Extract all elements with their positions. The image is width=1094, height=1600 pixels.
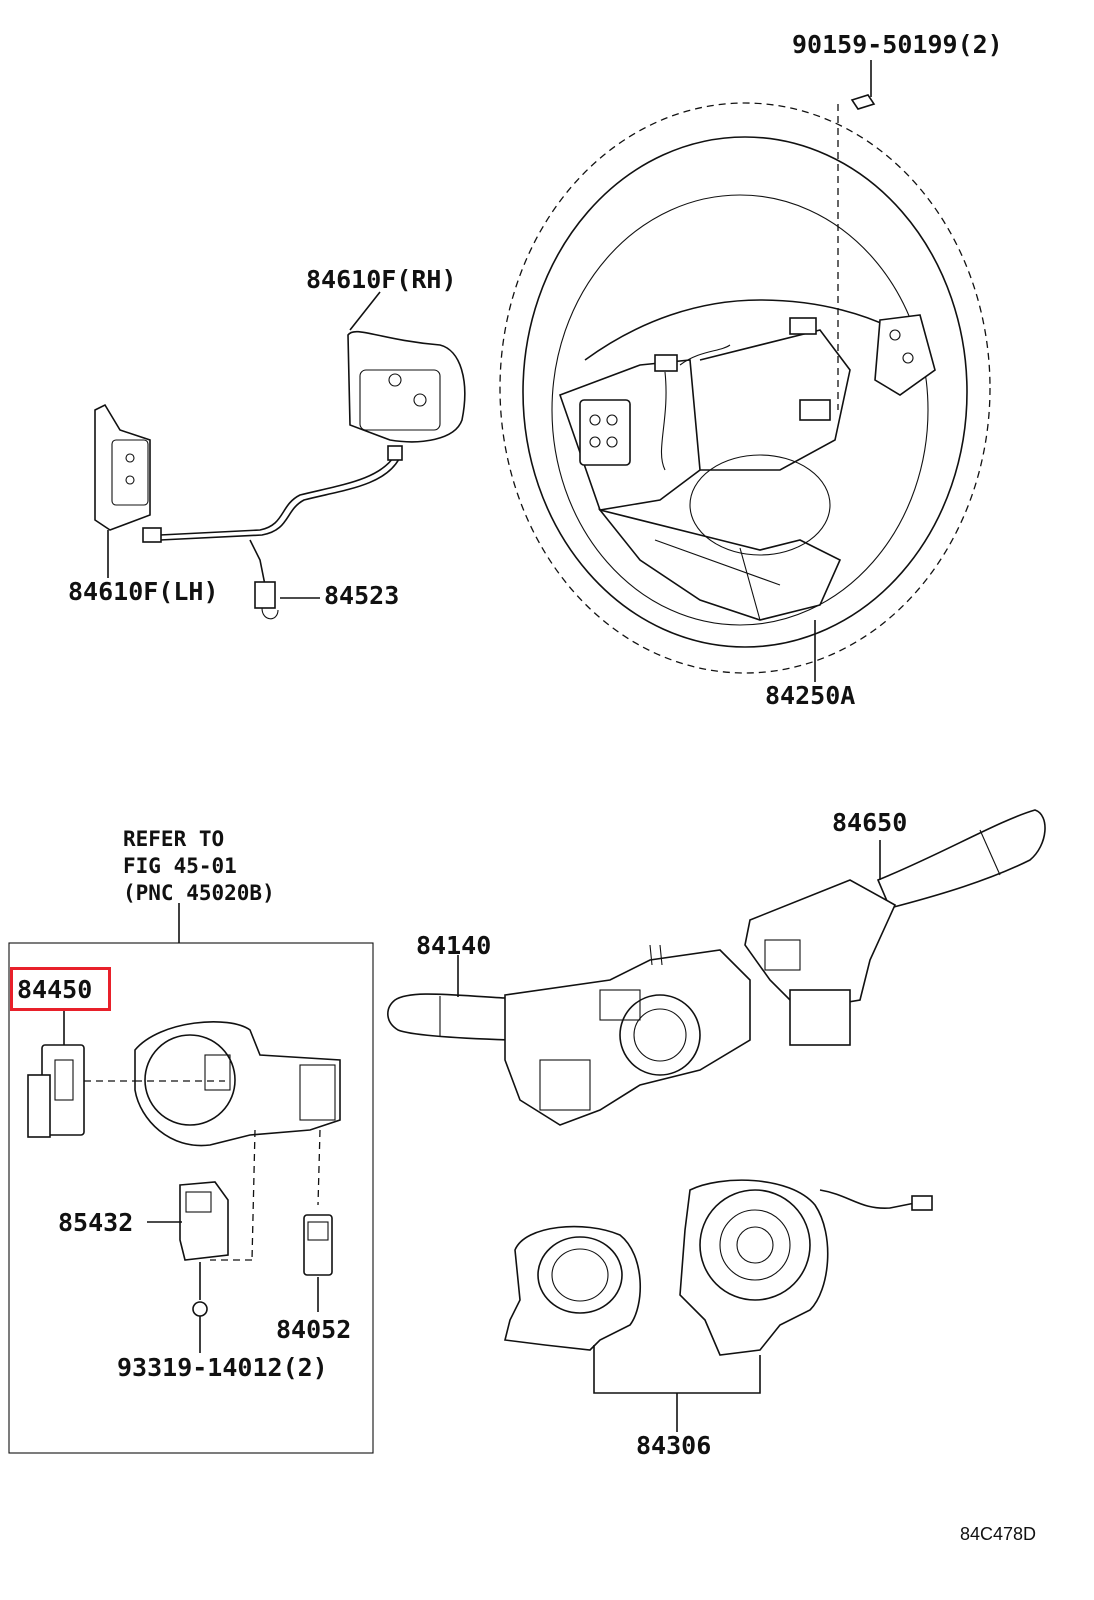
callout-bolt[interactable]: 90159-50199(2) (792, 30, 1003, 59)
callout-unlock-switch[interactable]: 84052 (276, 1315, 352, 1344)
refer-note-line2: FIG 45-01 (123, 853, 237, 878)
spiral-cable-drawing (504, 1179, 933, 1432)
callout-wire[interactable]: 84523 (324, 581, 400, 610)
steering-switches-drawing (94, 291, 466, 620)
refer-note-line3: (PNC 45020B) (123, 880, 275, 905)
refer-note: REFER TO FIG 45-01 (PNC 45020B) (123, 826, 275, 907)
group-box (8, 942, 374, 1454)
callout-combo-lever-right[interactable]: 84650 (832, 808, 908, 837)
callout-combo-lever-left[interactable]: 84140 (416, 931, 492, 960)
callout-key-cylinder[interactable]: 85432 (58, 1208, 134, 1237)
callout-nut[interactable]: 93319-14012(2) (117, 1353, 328, 1382)
callout-wheel-pad[interactable]: 84250A (765, 681, 856, 710)
combination-switch-drawing (387, 809, 1046, 1126)
callout-ignition-assembly[interactable]: 84450 (17, 975, 93, 1004)
callout-switch-rh[interactable]: 84610F(RH) (306, 265, 457, 294)
refer-note-line1: REFER TO (123, 827, 225, 851)
callout-spiral-cable[interactable]: 84306 (636, 1431, 712, 1460)
ignition-assembly-drawing (8, 903, 374, 1454)
callout-switch-lh[interactable]: 84610F(LH) (68, 577, 219, 606)
figure-code: 84C478D (960, 1524, 1037, 1544)
callout-highlight-box (10, 967, 111, 1011)
steering-wheel-drawing (499, 60, 991, 682)
